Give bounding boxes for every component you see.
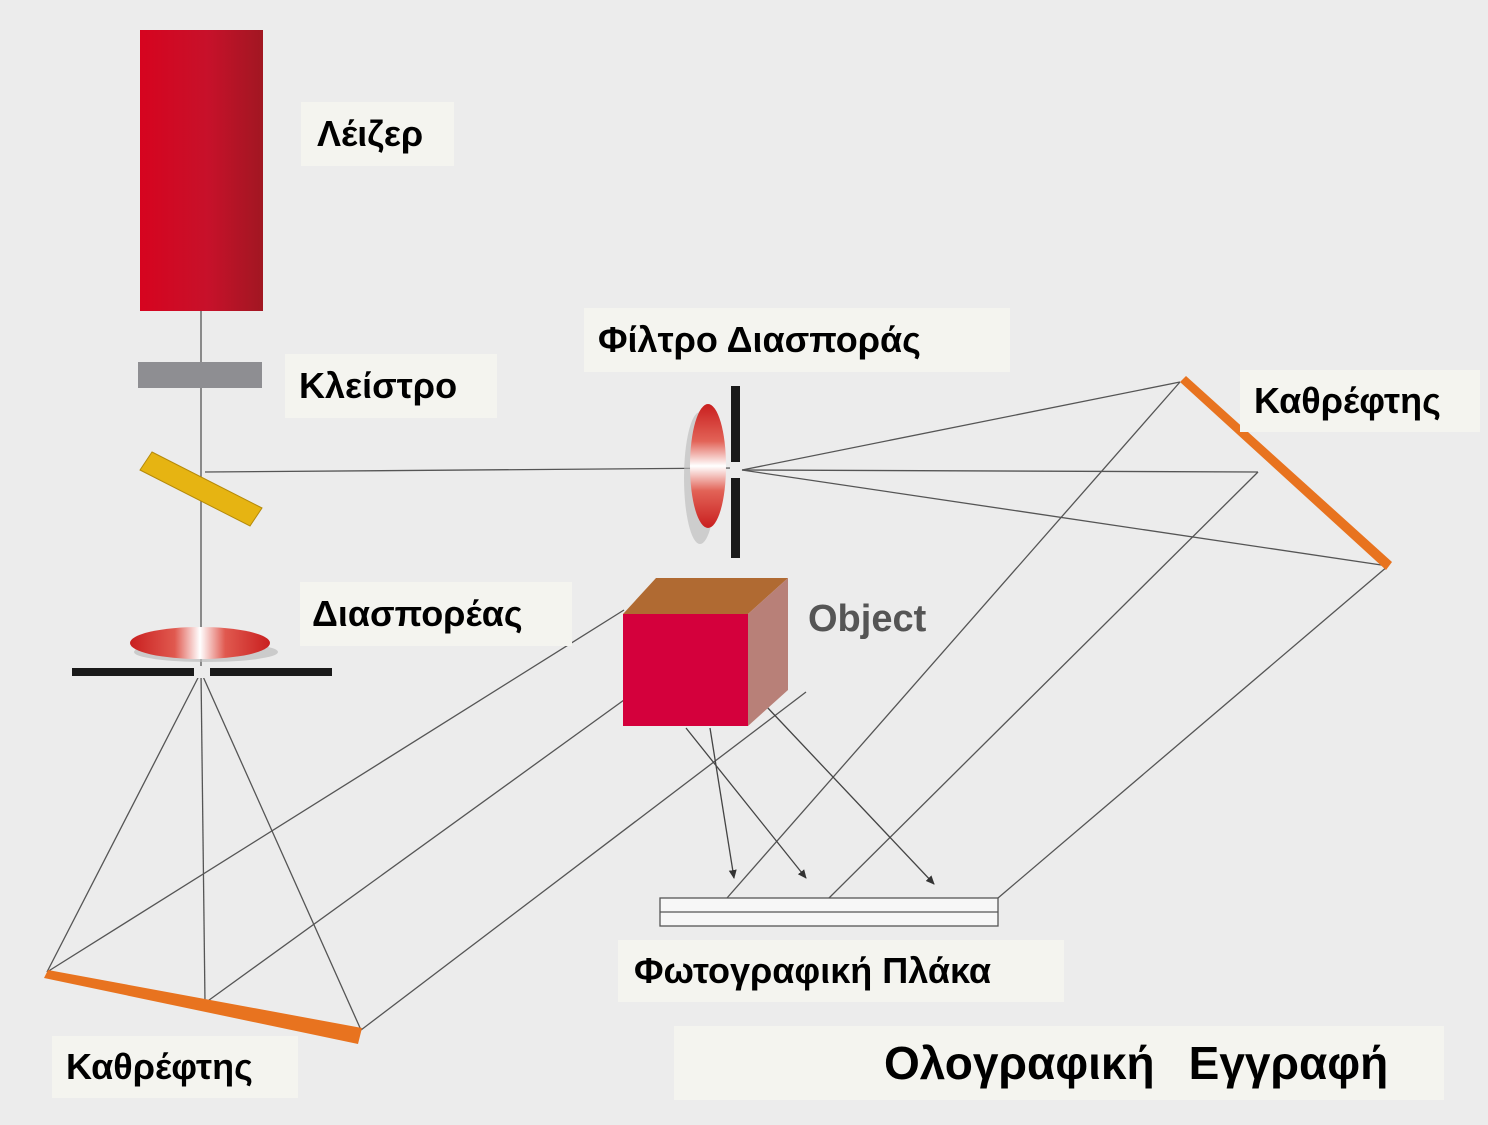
mirror-bottom [44, 970, 362, 1044]
label-photo-plate: Φωτογραφική Πλάκα [618, 940, 1064, 1002]
title-word-1: Ολογραφική [884, 1037, 1155, 1089]
laser-body [140, 30, 263, 311]
label-shutter-text: Κλείστρο [299, 365, 458, 406]
label-mirror-bottom: Καθρέφτης [52, 1036, 298, 1098]
label-spatial-filter: Φίλτρο Διασποράς [584, 308, 1010, 372]
label-object: Object [808, 600, 926, 638]
beam-lines [46, 310, 1389, 1031]
object-rays [685, 705, 935, 885]
label-diffuser-text: Διασπορέας [312, 593, 523, 634]
label-shutter: Κλείστρο [285, 354, 497, 418]
label-laser: Λέιζερ [301, 102, 454, 166]
photo-plate [659, 897, 999, 927]
label-photo-plate-text: Φωτογραφική Πλάκα [634, 950, 991, 991]
title-word-2: Εγγραφή [1188, 1037, 1389, 1089]
label-laser-text: Λέιζερ [317, 113, 424, 154]
label-object-text: Object [808, 598, 927, 640]
label-spatial-filter-text: Φίλτρο Διασποράς [598, 319, 921, 360]
diffuser [72, 627, 332, 678]
shutter [138, 362, 262, 388]
label-mirror-bottom-text: Καθρέφτης [66, 1046, 253, 1087]
beam-splitter [139, 451, 263, 527]
title-box: Ολογραφική Εγγραφή [674, 1026, 1444, 1100]
label-diffuser: Διασπορέας [300, 582, 572, 646]
label-mirror-right: Καθρέφτης [1240, 370, 1480, 432]
object-cube [623, 578, 788, 726]
label-mirror-right-text: Καθρέφτης [1254, 380, 1441, 421]
mirror-right [1180, 376, 1392, 570]
spatial-filter [684, 386, 741, 558]
